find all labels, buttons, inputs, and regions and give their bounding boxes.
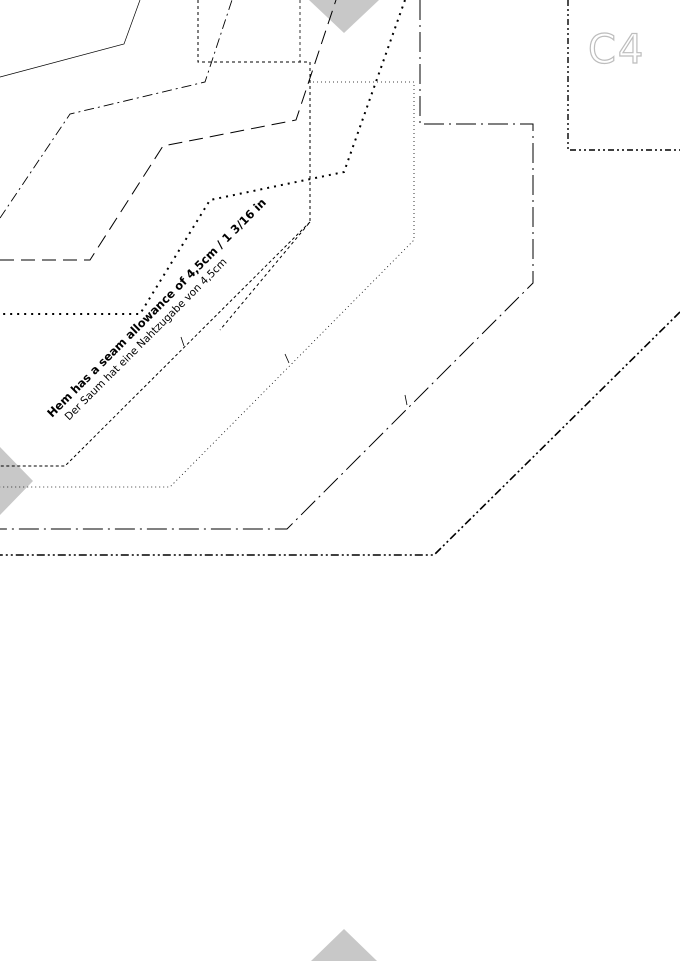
hem-line-short-dash (0, 221, 311, 467)
hem-note-german: Der Saum hat eine Nahtzugabe von 4,5cm (63, 256, 230, 423)
alignment-marker-top (309, 0, 379, 33)
hem-note: Hem has a seam allowance of 4,5cm / 1 3/… (44, 195, 269, 423)
page-id-label: C4 (588, 27, 645, 73)
size-line-long-dash-dot (0, 0, 534, 530)
alignment-marker-bottom (311, 929, 377, 961)
alignment-marker-left (0, 447, 33, 515)
notch-mark-1 (180, 336, 185, 347)
size-line-dash-dot-dot (0, 311, 680, 556)
size-line-short-dot-top (197, 0, 311, 331)
size-line-dash-dot (0, 0, 233, 219)
notch-mark-3 (404, 394, 408, 406)
hem-note-english: Hem has a seam allowance of 4,5cm / 1 3/… (44, 195, 269, 420)
page-frame-corner (567, 0, 680, 151)
size-line-long-dash (0, 0, 337, 261)
notch-mark-2 (284, 353, 290, 364)
size-line-solid (0, 0, 141, 78)
